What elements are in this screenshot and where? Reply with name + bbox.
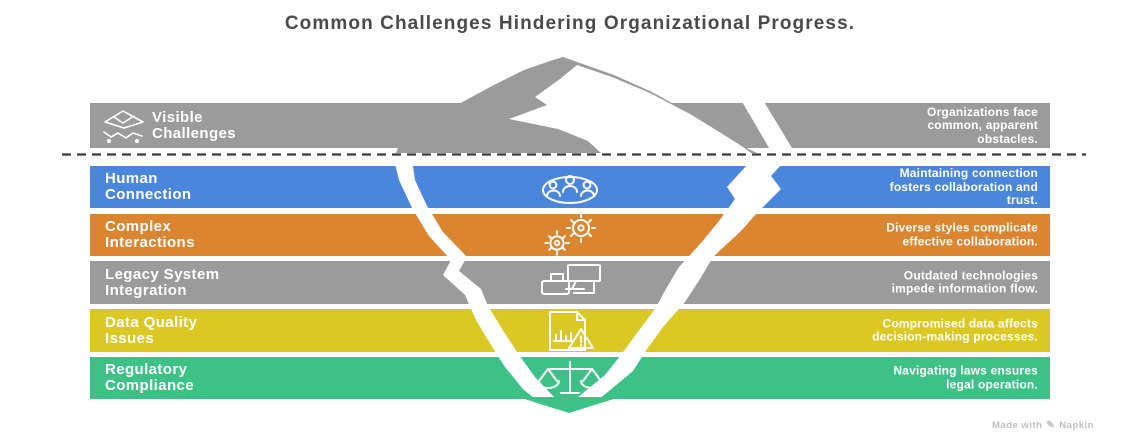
credit-brand: Napkin [1059, 420, 1094, 431]
page-title: Common Challenges Hindering Organization… [284, 13, 856, 34]
row-description: Compromised data affects decision-making… [872, 316, 1038, 344]
challenge-row-data-quality-issues: Data Quality Issues Compromised data aff… [90, 309, 1050, 352]
challenge-row-regulatory-compliance: Regulatory Compliance Navigating laws en… [90, 357, 1050, 399]
row-label: Complex Interactions [105, 218, 195, 251]
iceberg-icon [103, 109, 144, 143]
row-description: Outdated technologies impede information… [891, 268, 1038, 296]
iceberg-bottom-tip [518, 397, 620, 413]
challenge-row-complex-interactions: Complex Interactions Diverse styles comp… [90, 214, 1050, 256]
row-description: Navigating laws ensures legal operation. [893, 363, 1038, 391]
row-label: Human Connection [105, 170, 192, 203]
row-description: Maintaining connection fosters collabora… [889, 165, 1038, 207]
row-label: Visible Challenges [152, 108, 237, 142]
row-label: Data Quality Issues [105, 313, 198, 347]
row-description: Organizations face common, apparent obst… [927, 104, 1038, 146]
row-label: Regulatory Compliance [105, 361, 195, 394]
credit: Made with ✎ Napkin [992, 420, 1094, 431]
challenge-row-visible-challenges: Visible Challenges Organizations face co… [90, 103, 1050, 148]
challenge-row-legacy-system-integration: Legacy System Integration Outdated techn… [90, 261, 1050, 304]
credit-made-with: Made with [992, 420, 1043, 431]
pen-icon: ✎ [1046, 420, 1056, 431]
row-description: Diverse styles complicate effective coll… [886, 220, 1038, 248]
row-label: Legacy System Integration [105, 265, 220, 299]
challenge-row-human-connection: Human Connection Maintaining connection … [90, 166, 1050, 208]
